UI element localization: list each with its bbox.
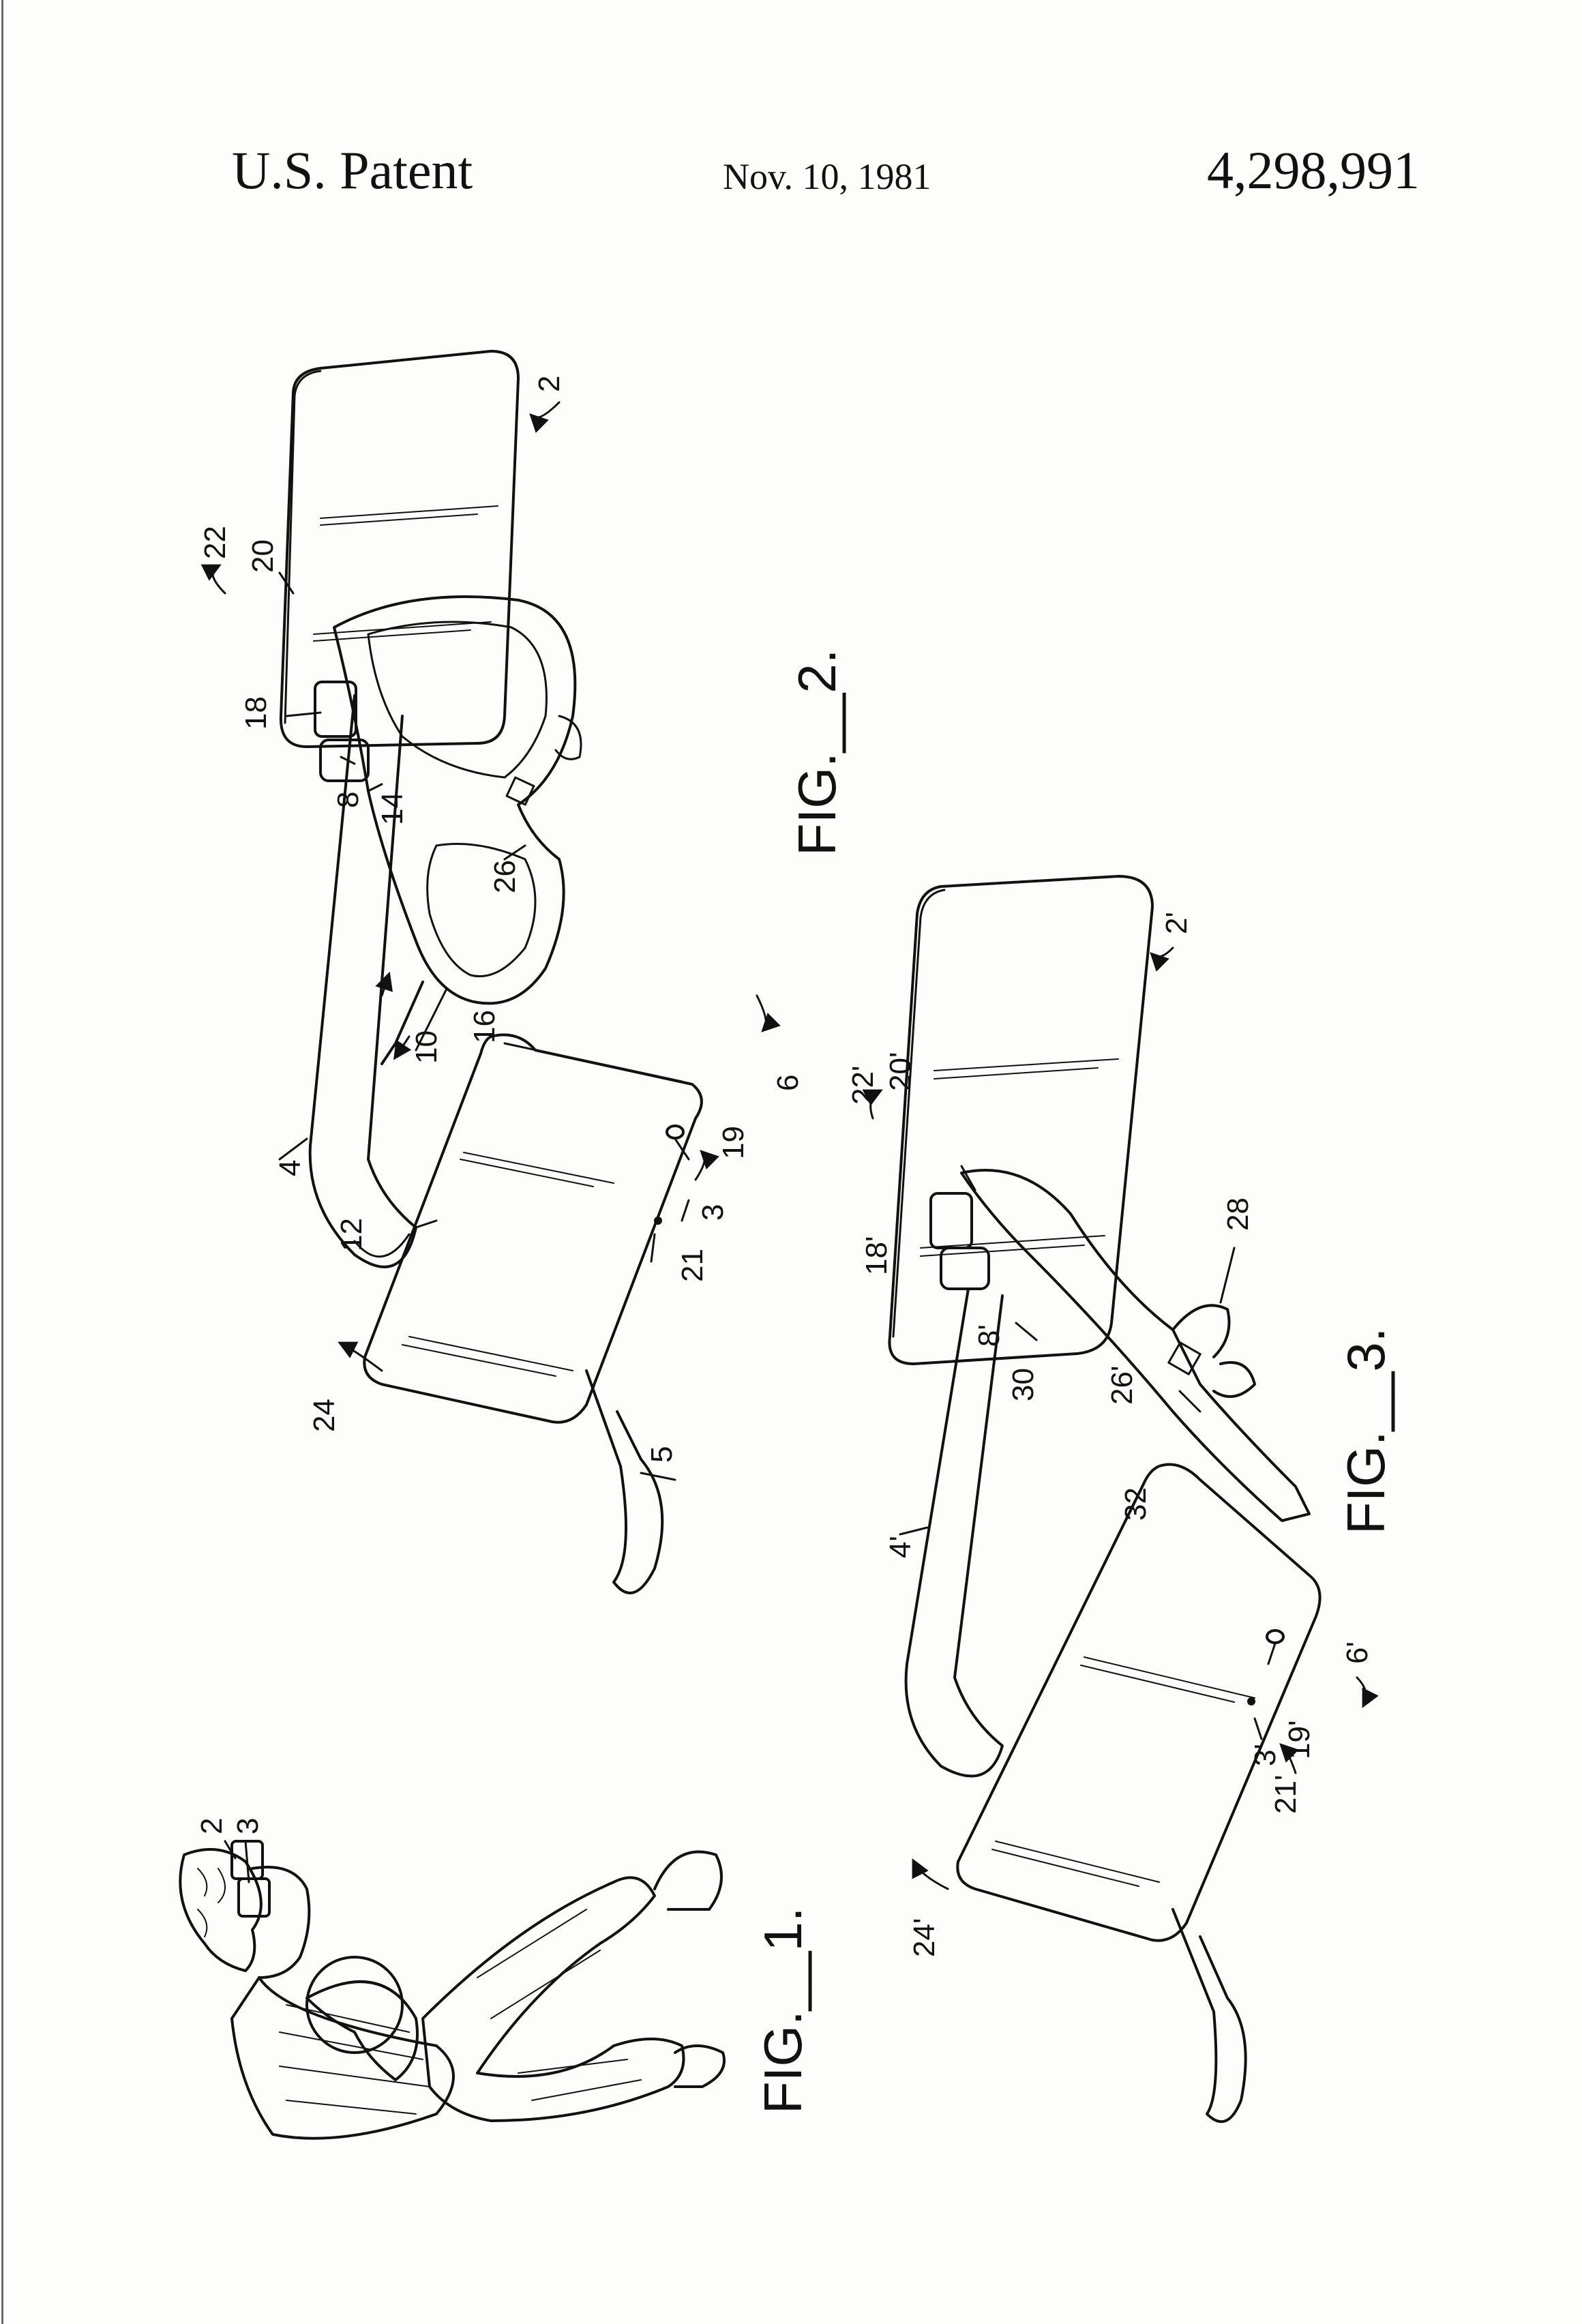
header-patent-number: 4,298,991 <box>1207 140 1420 200</box>
fig3-caption: FIG.__3. <box>1336 1328 1396 1534</box>
fig2-clip-18 <box>314 681 357 738</box>
fig2-ref-2: 2 <box>533 376 566 392</box>
fig2-caption: FIG.__2. <box>787 649 847 856</box>
fig1-hair <box>179 1848 263 1972</box>
fig1-ref-3: 3 <box>231 1818 265 1834</box>
fig3-ref-2p: 2' <box>1160 912 1193 934</box>
fig3-ref-24p: 24' <box>908 1918 941 1957</box>
fig1-shoe <box>653 1850 723 1911</box>
figure-2-labels: 2 22 20 18 8 14 26 10 16 6 4 19 3 12 21 … <box>198 376 847 1463</box>
fig2-temple-4 <box>308 694 417 1268</box>
fig1-torso <box>230 1976 455 2140</box>
fig2-ref-14: 14 <box>376 792 409 825</box>
fig1-eyewear-3 <box>237 1877 271 1918</box>
fig2-ref-5: 5 <box>645 1446 678 1463</box>
fig2-ref-16: 16 <box>468 1010 501 1043</box>
fig1-bowling-ball <box>305 1956 404 2054</box>
fig2-lower-lens-3 <box>363 1033 703 1424</box>
fig2-ref-22: 22 <box>198 526 232 559</box>
fig2-ref-10: 10 <box>410 1030 443 1064</box>
fig3-ref-26p: 26' <box>1105 1366 1139 1405</box>
fig3-frame-26p <box>960 1169 1311 1522</box>
fig3-ref-18p: 18' <box>860 1236 893 1275</box>
figure-3-labels: 2' 22' 20' 18' 8' 30 26' 28 4' 32 6' 19'… <box>846 912 1396 1957</box>
fig3-ref-32: 32 <box>1119 1487 1152 1521</box>
fig2-ref-3: 3 <box>696 1204 730 1221</box>
fig2-ref-8: 8 <box>331 792 365 808</box>
fig3-upper-lens-2p <box>888 875 1154 1365</box>
fig2-hinge-8 <box>319 739 370 782</box>
fig3-ref-30: 30 <box>1006 1368 1040 1401</box>
fig3-temple-lower <box>1171 1908 1247 2124</box>
header-patent-label: U.S. Patent <box>232 140 473 200</box>
fig2-ref-18: 18 <box>239 696 273 730</box>
fig2-ref-19: 19 <box>717 1126 750 1159</box>
fig1-caption: FIG.__1. <box>753 1907 813 2114</box>
fig3-ref-21p: 21' <box>1269 1775 1302 1814</box>
figure-1 <box>179 1840 726 2140</box>
fig3-lower-lens-3p <box>956 1463 1322 1942</box>
fig1-arm <box>305 1980 419 2081</box>
fig1-ref-2: 2 <box>195 1818 228 1834</box>
fig3-ref-6p: 6' <box>1341 1641 1374 1664</box>
figure-3 <box>862 875 1379 2124</box>
fig2-ref-21: 21 <box>676 1249 709 1282</box>
fig3-ref-8p: 8' <box>972 1324 1006 1347</box>
fig3-temple-4p <box>904 1287 1004 1778</box>
fig1-legs <box>421 1876 685 2122</box>
fig2-ref-4: 4 <box>273 1160 307 1176</box>
fig1-face <box>251 1866 311 1979</box>
fig3-ref-20p: 20' <box>884 1052 917 1091</box>
fig3-ref-22p: 22' <box>846 1066 880 1105</box>
fig2-ref-6: 6 <box>771 1075 805 1091</box>
fig2-upper-lens-2 <box>279 350 520 748</box>
fig3-ref-28: 28 <box>1221 1197 1255 1231</box>
fig2-ref-12: 12 <box>335 1218 368 1251</box>
fig3-ref-4p: 4' <box>884 1536 917 1558</box>
fig3-hinge-8p <box>940 1247 990 1290</box>
figure-1-labels: 2 3 FIG.__1. <box>195 1818 813 2114</box>
fig2-ref-26: 26 <box>488 860 522 893</box>
header-date: Nov. 10, 1981 <box>723 156 931 197</box>
fig2-ref-20: 20 <box>246 539 280 573</box>
fig2-eyeglass-frame <box>333 595 577 1005</box>
fig2-ref-24: 24 <box>308 1399 341 1432</box>
fig2-temple-5 <box>585 1369 664 1594</box>
fig3-ref-19p: 19' <box>1283 1720 1316 1759</box>
fig3-clip-18p <box>929 1192 973 1249</box>
fig3-ref-3p: 3' <box>1249 1744 1282 1766</box>
scan-margin-line <box>1 0 3 2324</box>
figure-2 <box>200 350 781 1594</box>
fig3-nose-pad-28 <box>1171 1304 1256 1398</box>
